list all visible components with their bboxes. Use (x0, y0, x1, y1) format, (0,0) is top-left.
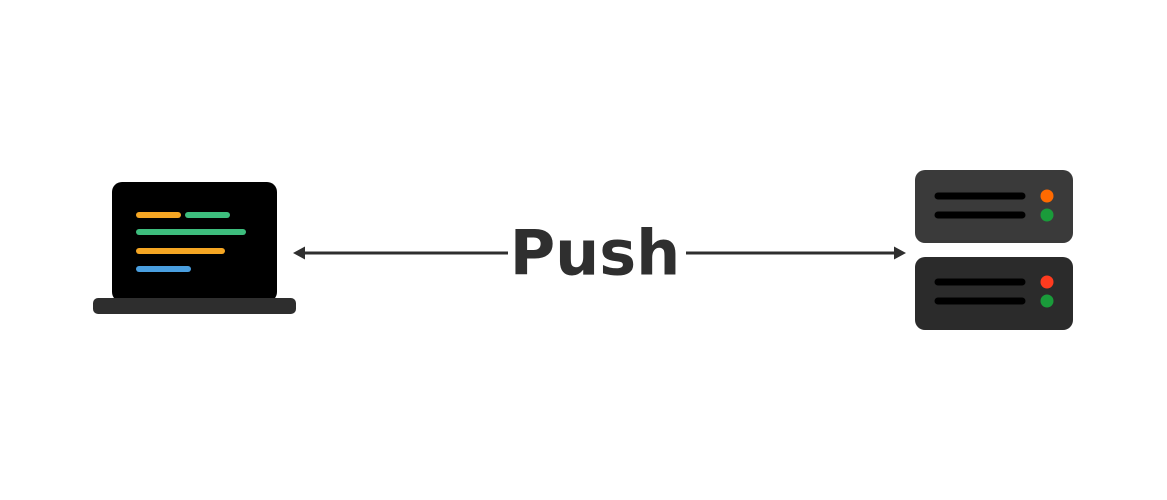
laptop-icon (93, 182, 296, 314)
status-led-red (1040, 275, 1054, 289)
push-label: Push (510, 217, 681, 290)
arrow-right-segment (686, 246, 906, 260)
status-led-orange (1040, 189, 1054, 203)
laptop-screen (112, 182, 277, 302)
code-lines (136, 212, 246, 272)
server-unit-bottom (915, 257, 1073, 330)
arrow-head-left (293, 246, 305, 260)
server-unit-top (915, 170, 1073, 243)
server-icon (915, 170, 1073, 330)
arrow-head-right (894, 246, 906, 260)
status-led-green (1040, 294, 1054, 308)
laptop-base (93, 298, 296, 314)
arrow-left-segment (293, 246, 508, 260)
status-led-green (1040, 208, 1054, 222)
